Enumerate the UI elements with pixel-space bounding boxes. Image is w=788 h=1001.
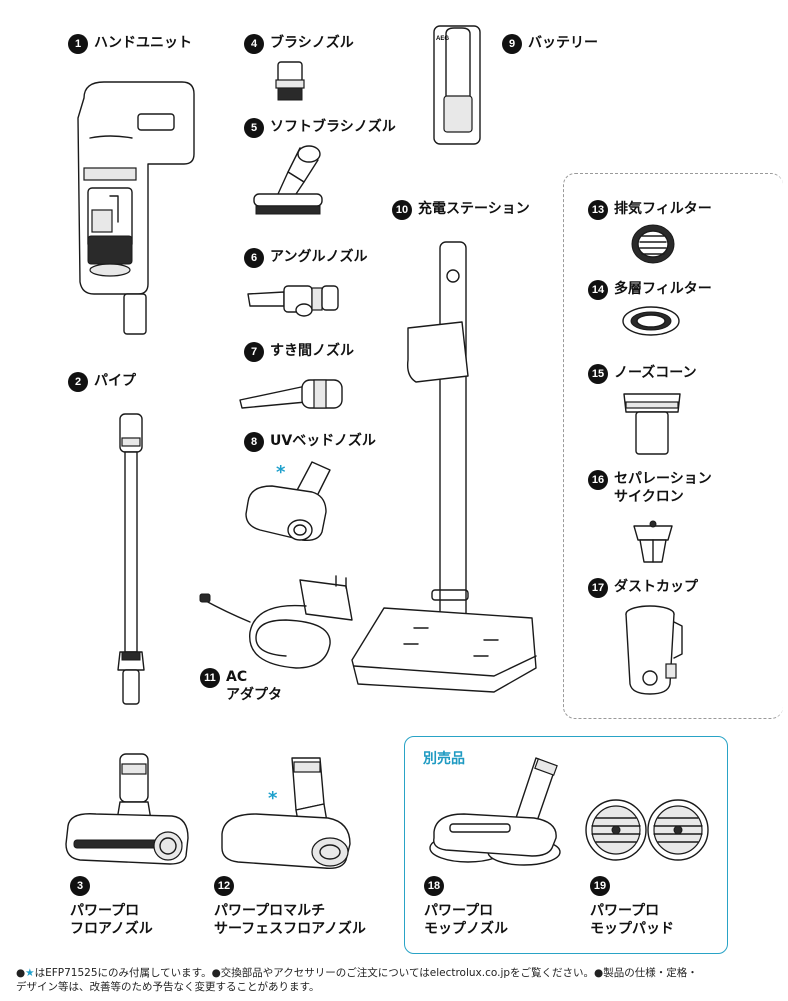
footnote-star-icon: ★: [25, 967, 35, 979]
item-number-badge: 19: [590, 876, 610, 896]
item-name-line2: サーフェスフロアノズル: [214, 921, 366, 937]
item-16-label: 16 セパレーション サイクロン: [588, 470, 712, 506]
optional-section-title: 別売品: [423, 751, 465, 767]
item-5-label: 5 ソフトブラシノズル: [244, 118, 396, 138]
uv-bed-nozzle-illustration: [245, 461, 331, 542]
item-name: パイプ: [94, 373, 136, 389]
item-name: すき間ノズル: [270, 343, 354, 359]
item-12-label: 12 パワープロマルチ サーフェスフロアノズル: [214, 876, 366, 938]
item-2-label: 2 パイプ: [68, 372, 136, 392]
item-name: UVベッドノズル: [270, 433, 376, 449]
item-name-line1: パワープロ: [424, 903, 494, 919]
item-name-line1: パワープロ: [70, 903, 140, 919]
item-number-badge: 9: [502, 34, 522, 54]
item-7-label: 7 すき間ノズル: [244, 342, 354, 362]
dust-cup-parts-group: [563, 173, 783, 719]
item-name: 充電ステーション: [418, 201, 530, 217]
item-3-label: 3 パワープロ フロアノズル: [70, 876, 153, 938]
exhaust-filter-illustration: [631, 224, 675, 264]
angle-nozzle-illustration: [247, 285, 339, 317]
item-19-label: 19 パワープロ モップパッド: [590, 876, 674, 938]
item-number-badge: 16: [588, 470, 608, 490]
item-number-badge: 6: [244, 248, 264, 268]
item-name: ブラシノズル: [270, 35, 354, 51]
item-name-line2: アダプタ: [226, 687, 282, 703]
optional-accessories-box: [404, 736, 728, 954]
charging-station-illustration: [351, 241, 537, 693]
item-10-label: 10 充電ステーション: [392, 200, 530, 220]
footnote: ●★はEFP71525にのみ付属しています。●交換部品やアクセサリーのご注文につ…: [16, 966, 776, 994]
crevice-nozzle-illustration: [239, 379, 343, 409]
item-number-badge: 10: [392, 200, 412, 220]
item-number-badge: 3: [70, 876, 90, 896]
item-4-label: 4 ブラシノズル: [244, 34, 354, 54]
nose-cone-illustration: [623, 393, 681, 455]
item-name: バッテリー: [528, 35, 598, 51]
item-name-line2: サイクロン: [614, 489, 684, 505]
item-number-badge: 18: [424, 876, 444, 896]
item-number-badge: 14: [588, 280, 608, 300]
brush-nozzle-illustration: [275, 61, 305, 101]
star-marker: *: [276, 462, 286, 483]
item-number-badge: 1: [68, 34, 88, 54]
item-17-label: 17 ダストカップ: [588, 578, 698, 598]
soft-brush-nozzle-illustration: [253, 145, 323, 215]
footnote-bullet: ●: [16, 967, 26, 979]
item-number-badge: 4: [244, 34, 264, 54]
item-number-badge: 2: [68, 372, 88, 392]
item-name-line1: パワープロマルチ: [214, 903, 326, 919]
item-name: 排気フィルター: [614, 201, 712, 217]
item-name: アングルノズル: [270, 249, 368, 265]
item-number-badge: 11: [200, 668, 220, 688]
item-1-label: 1 ハンドユニット: [68, 34, 192, 54]
item-name-line2: モップノズル: [424, 921, 508, 937]
item-number-badge: 7: [244, 342, 264, 362]
item-number-badge: 5: [244, 118, 264, 138]
item-name-line1: セパレーション: [614, 471, 712, 487]
power-pro-floor-nozzle-illustration: [65, 753, 189, 865]
item-14-label: 14 多層フィルター: [588, 280, 712, 300]
item-11-label: 11 AC アダプタ: [200, 668, 282, 704]
item-name: 多層フィルター: [614, 281, 712, 297]
mop-nozzle-illustration: [429, 757, 561, 866]
item-8-label: 8 UVベッドノズル: [244, 432, 376, 452]
dust-cup-illustration: [625, 605, 683, 695]
item-number-badge: 8: [244, 432, 264, 452]
item-number-badge: 17: [588, 578, 608, 598]
item-name-line2: フロアノズル: [70, 921, 153, 937]
mop-pads-illustration: [585, 799, 709, 861]
pipe-illustration: [117, 413, 145, 705]
item-name-line2: モップパッド: [590, 921, 674, 937]
item-number-badge: 15: [588, 364, 608, 384]
star-marker: *: [268, 788, 278, 809]
item-18-label: 18 パワープロ モップノズル: [424, 876, 508, 938]
battery-illustration: AEG: [433, 25, 481, 145]
item-13-label: 13 排気フィルター: [588, 200, 712, 220]
item-name-line1: AC: [226, 669, 248, 685]
multi-surface-floor-nozzle-illustration: [221, 757, 351, 870]
ac-adapter-illustration: [199, 575, 353, 669]
item-name: ノーズコーン: [614, 365, 697, 381]
hand-unit-illustration: [77, 81, 195, 335]
item-name: ハンドユニット: [94, 35, 192, 51]
item-name-line1: パワープロ: [590, 903, 660, 919]
footnote-line2: デザイン等は、改善等のため予告なく変更することがあります。: [16, 981, 320, 993]
item-15-label: 15 ノーズコーン: [588, 364, 697, 384]
item-name: ソフトブラシノズル: [270, 119, 396, 135]
item-name: ダストカップ: [614, 579, 698, 595]
item-6-label: 6 アングルノズル: [244, 248, 367, 268]
item-number-badge: 12: [214, 876, 234, 896]
multi-layer-filter-illustration: [622, 306, 680, 336]
item-9-label: 9 バッテリー: [502, 34, 598, 54]
item-number-badge: 13: [588, 200, 608, 220]
separation-cyclone-illustration: [633, 520, 673, 563]
battery-brand-logo: AEG: [436, 36, 449, 42]
footnote-line1: はEFP71525にのみ付属しています。●交換部品やアクセサリーのご注文について…: [34, 967, 698, 979]
